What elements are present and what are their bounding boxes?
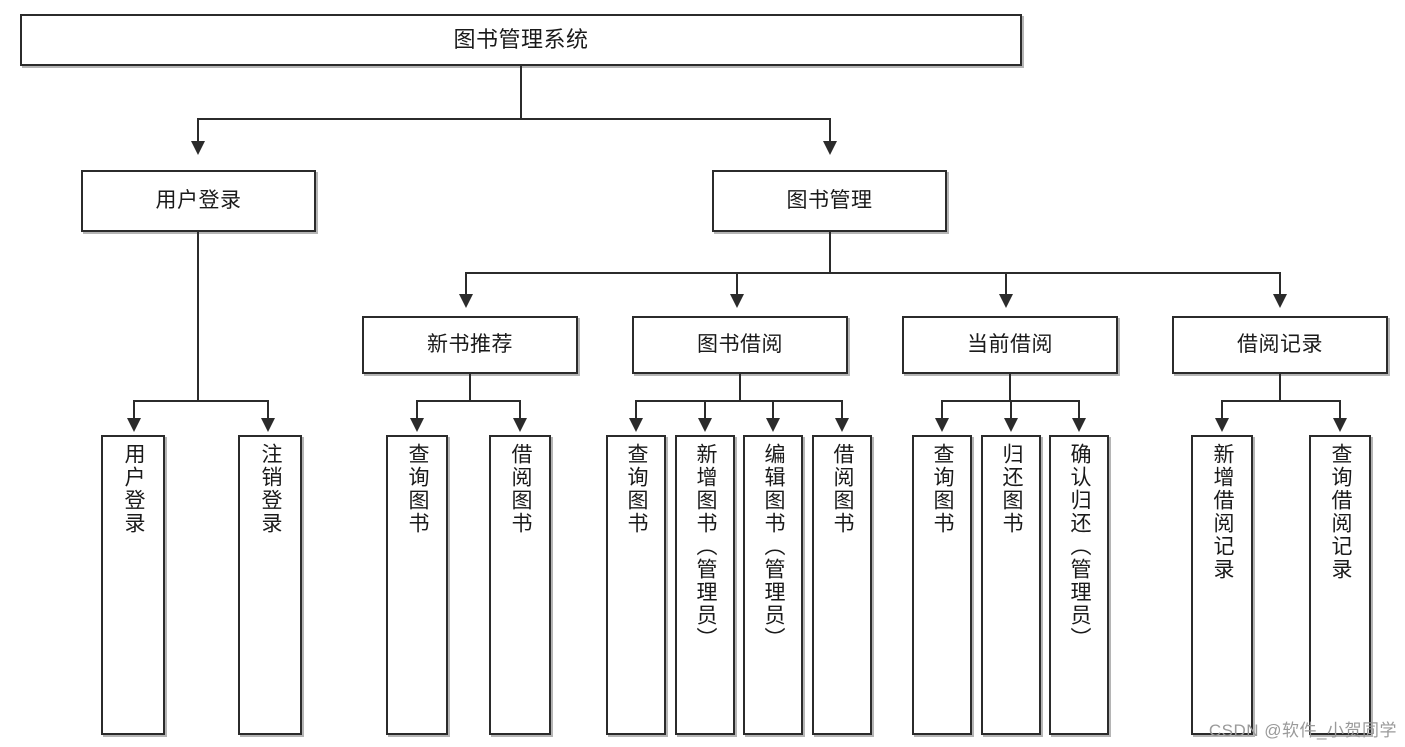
node-label: 用户登录 — [155, 188, 242, 212]
arrowhead-bm-to-new-book — [459, 294, 473, 308]
node-label: 查询图书 — [931, 443, 955, 535]
node-borrow-record[interactable]: 借阅记录 — [1172, 316, 1388, 374]
node-label: 编辑图书（管理员） — [762, 443, 786, 650]
leaf-book-borrow-add-book-admin[interactable]: 新增图书（管理员） — [675, 435, 735, 735]
arrowhead-cb-to-leaf-1 — [935, 418, 949, 432]
node-label: 借阅记录 — [1237, 332, 1323, 356]
node-user-login[interactable]: 用户登录 — [81, 170, 316, 232]
connector-root-to-user-login — [197, 118, 199, 143]
connector-current-borrow-bus — [941, 400, 1078, 402]
node-book-borrow[interactable]: 图书借阅 — [632, 316, 848, 374]
watermark: CSDN @软件_小贺同学 — [1208, 721, 1397, 740]
node-label: 图书管理系统 — [453, 27, 589, 53]
leaf-borrow-record-query-record[interactable]: 查询借阅记录 — [1309, 435, 1371, 735]
node-label: 归还图书 — [1000, 443, 1024, 535]
connector-bb-to-leaf-4 — [841, 400, 843, 420]
connector-bb-to-leaf-3 — [772, 400, 774, 420]
node-label: 新增借阅记录 — [1211, 443, 1235, 581]
leaf-book-borrow-edit-book-admin[interactable]: 编辑图书（管理员） — [743, 435, 803, 735]
connector-user-login-to-leaf-1 — [133, 400, 135, 420]
node-label: 借阅图书 — [831, 443, 855, 535]
arrowhead-bb-to-leaf-2 — [698, 418, 712, 432]
connector-bb-to-leaf-2 — [704, 400, 706, 420]
connector-user-login-bus — [133, 400, 267, 402]
node-current-borrow[interactable]: 当前借阅 — [902, 316, 1118, 374]
node-label: 当前借阅 — [967, 332, 1053, 356]
node-label: 查询图书 — [406, 443, 430, 535]
connector-bm-to-book-borrow — [736, 272, 738, 296]
connector-root-to-book-management — [829, 118, 831, 143]
connector-new-book-stem — [469, 374, 471, 400]
node-book-management[interactable]: 图书管理 — [712, 170, 947, 232]
leaf-current-borrow-query-book[interactable]: 查询图书 — [912, 435, 972, 735]
connector-book-borrow-stem — [739, 374, 741, 400]
arrowhead-br-to-leaf-1 — [1215, 418, 1229, 432]
node-label: 新书推荐 — [427, 332, 513, 356]
arrowhead-root-to-user-login — [191, 141, 205, 155]
connector-br-to-leaf-2 — [1339, 400, 1341, 420]
node-label: 图书借阅 — [697, 332, 783, 356]
arrowhead-nb-to-leaf-1 — [410, 418, 424, 432]
connector-bb-to-leaf-1 — [635, 400, 637, 420]
connector-cb-to-leaf-2 — [1010, 400, 1012, 420]
leaf-current-borrow-confirm-return-admin[interactable]: 确认归还（管理员） — [1049, 435, 1109, 735]
connector-book-management-bus — [465, 272, 1280, 274]
leaf-new-book-query-book[interactable]: 查询图书 — [386, 435, 448, 735]
node-root-book-management-system[interactable]: 图书管理系统 — [20, 14, 1022, 66]
connector-nb-to-leaf-1 — [416, 400, 418, 420]
arrowhead-bb-to-leaf-1 — [629, 418, 643, 432]
leaf-current-borrow-return-book[interactable]: 归还图书 — [981, 435, 1041, 735]
connector-user-login-stem — [197, 232, 199, 400]
node-label: 查询借阅记录 — [1329, 443, 1353, 581]
connector-bm-to-new-book — [465, 272, 467, 296]
leaf-borrow-record-add-record[interactable]: 新增借阅记录 — [1191, 435, 1253, 735]
arrowhead-user-login-to-leaf-1 — [127, 418, 141, 432]
connector-borrow-record-stem — [1279, 374, 1281, 400]
connector-root-bus — [197, 118, 831, 120]
arrowhead-br-to-leaf-2 — [1333, 418, 1347, 432]
connector-nb-to-leaf-2 — [519, 400, 521, 420]
node-label: 查询图书 — [625, 443, 649, 535]
connector-bm-to-current-borrow — [1005, 272, 1007, 296]
leaf-book-borrow-query-book[interactable]: 查询图书 — [606, 435, 666, 735]
node-label: 图书管理 — [786, 188, 873, 212]
arrowhead-nb-to-leaf-2 — [513, 418, 527, 432]
leaf-book-borrow-borrow-book[interactable]: 借阅图书 — [812, 435, 872, 735]
node-label: 确认归还（管理员） — [1068, 443, 1092, 650]
node-label: 借阅图书 — [509, 443, 533, 535]
connector-book-borrow-bus — [635, 400, 843, 402]
leaf-new-book-borrow-book[interactable]: 借阅图书 — [489, 435, 551, 735]
leaf-user-login-logout[interactable]: 注销登录 — [238, 435, 302, 735]
node-new-book-recommend[interactable]: 新书推荐 — [362, 316, 578, 374]
connector-cb-to-leaf-1 — [941, 400, 943, 420]
connector-user-login-to-leaf-2 — [267, 400, 269, 420]
node-label: 用户登录 — [122, 443, 146, 535]
arrowhead-bm-to-book-borrow — [730, 294, 744, 308]
arrowhead-cb-to-leaf-2 — [1004, 418, 1018, 432]
connector-cb-to-leaf-3 — [1078, 400, 1080, 420]
connector-root-stem — [520, 66, 522, 118]
connector-book-management-stem — [829, 232, 831, 272]
arrowhead-bm-to-borrow-record — [1273, 294, 1287, 308]
arrowhead-bb-to-leaf-3 — [766, 418, 780, 432]
arrowhead-bb-to-leaf-4 — [835, 418, 849, 432]
arrowhead-root-to-book-management — [823, 141, 837, 155]
connector-br-to-leaf-1 — [1221, 400, 1223, 420]
connector-new-book-bus — [416, 400, 521, 402]
connector-current-borrow-stem — [1009, 374, 1011, 400]
arrowhead-cb-to-leaf-3 — [1072, 418, 1086, 432]
arrowhead-bm-to-current-borrow — [999, 294, 1013, 308]
node-label: 新增图书（管理员） — [694, 443, 718, 650]
leaf-user-login-login[interactable]: 用户登录 — [101, 435, 165, 735]
arrowhead-user-login-to-leaf-2 — [261, 418, 275, 432]
connector-borrow-record-bus — [1221, 400, 1339, 402]
connector-bm-to-borrow-record — [1279, 272, 1281, 296]
node-label: 注销登录 — [259, 443, 283, 535]
